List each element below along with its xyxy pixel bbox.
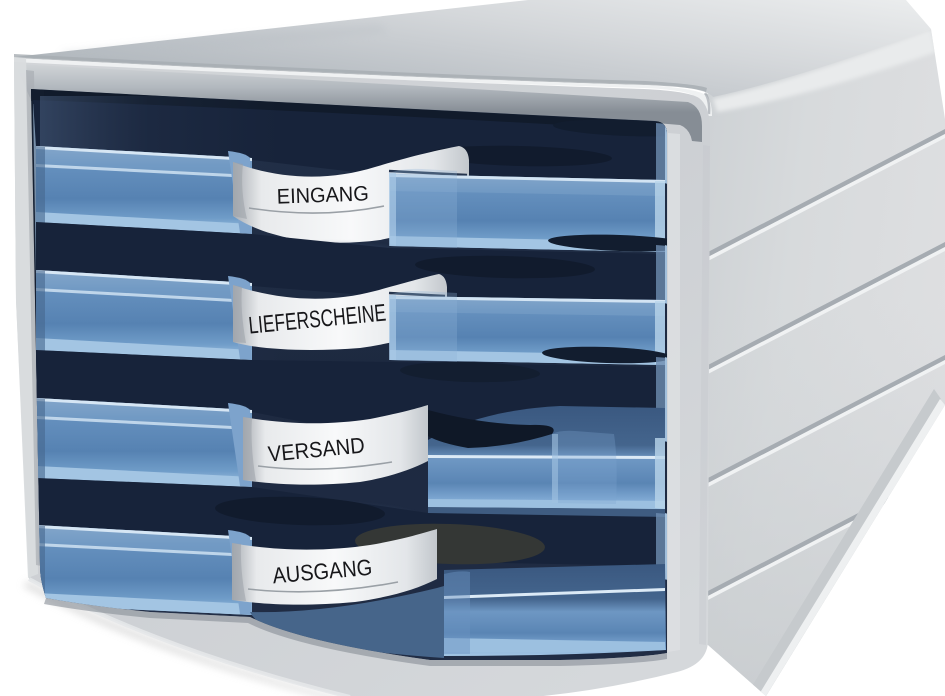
svg-text:EINGANG: EINGANG bbox=[276, 182, 369, 208]
